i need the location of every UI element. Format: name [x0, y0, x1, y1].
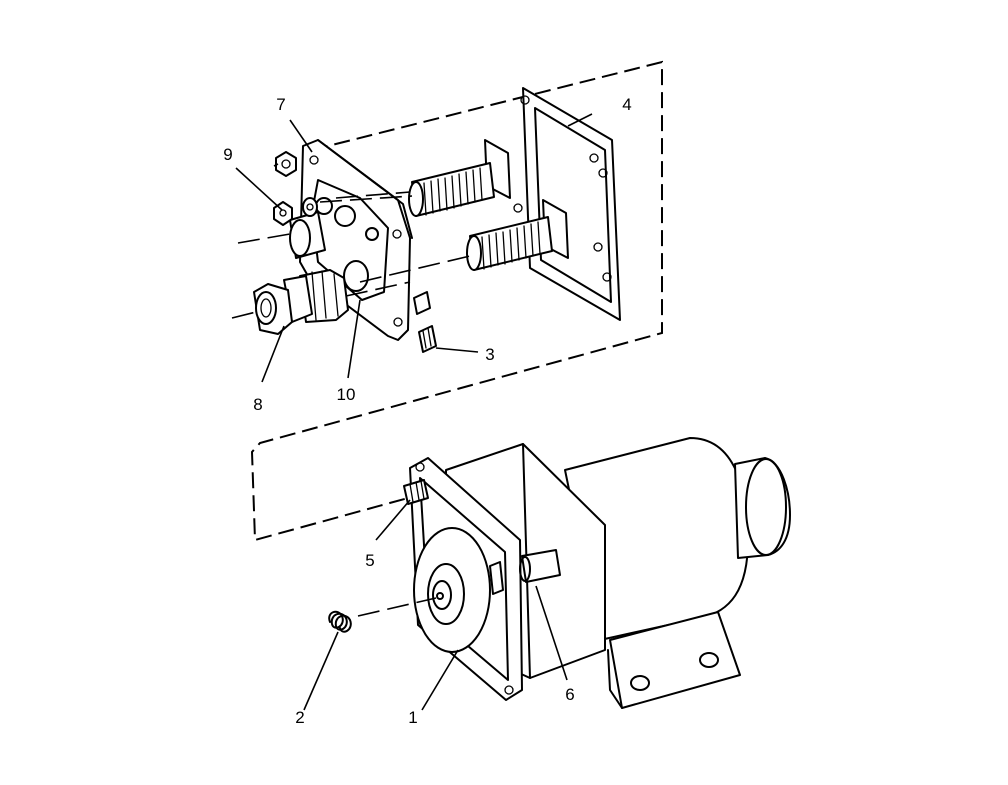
callout-8: 8: [253, 395, 262, 414]
flange-stud: [403, 479, 429, 505]
callout-10: 10: [337, 385, 356, 404]
callout-7: 7: [276, 95, 285, 114]
gasket-plate: [513, 87, 621, 321]
centerlines: [231, 163, 471, 617]
upper-assembly-boundary: [250, 60, 663, 542]
leader-lines: [235, 113, 593, 711]
mounting-screw: [418, 325, 437, 353]
callout-6: 6: [565, 685, 574, 704]
terminal-fitting: [253, 269, 349, 335]
return-spring: [328, 610, 352, 633]
solenoid-body: [409, 437, 791, 709]
callout-3: 3: [485, 345, 494, 364]
callout-9: 9: [223, 145, 232, 164]
callout-labels: 1 2 3 4 5 6 7 8 9 10: [223, 95, 631, 727]
upper-terminal-stud: [408, 139, 511, 217]
callout-4: 4: [622, 95, 631, 114]
callout-5: 5: [365, 551, 374, 570]
upper-hex-nut: [275, 151, 297, 177]
lower-terminal-stud: [466, 199, 569, 271]
insulator-bushing: [289, 211, 326, 259]
lock-washer: [302, 197, 318, 217]
callout-1: 1: [408, 708, 417, 727]
small-screw-upper: [413, 291, 431, 315]
callout-2: 2: [295, 708, 304, 727]
